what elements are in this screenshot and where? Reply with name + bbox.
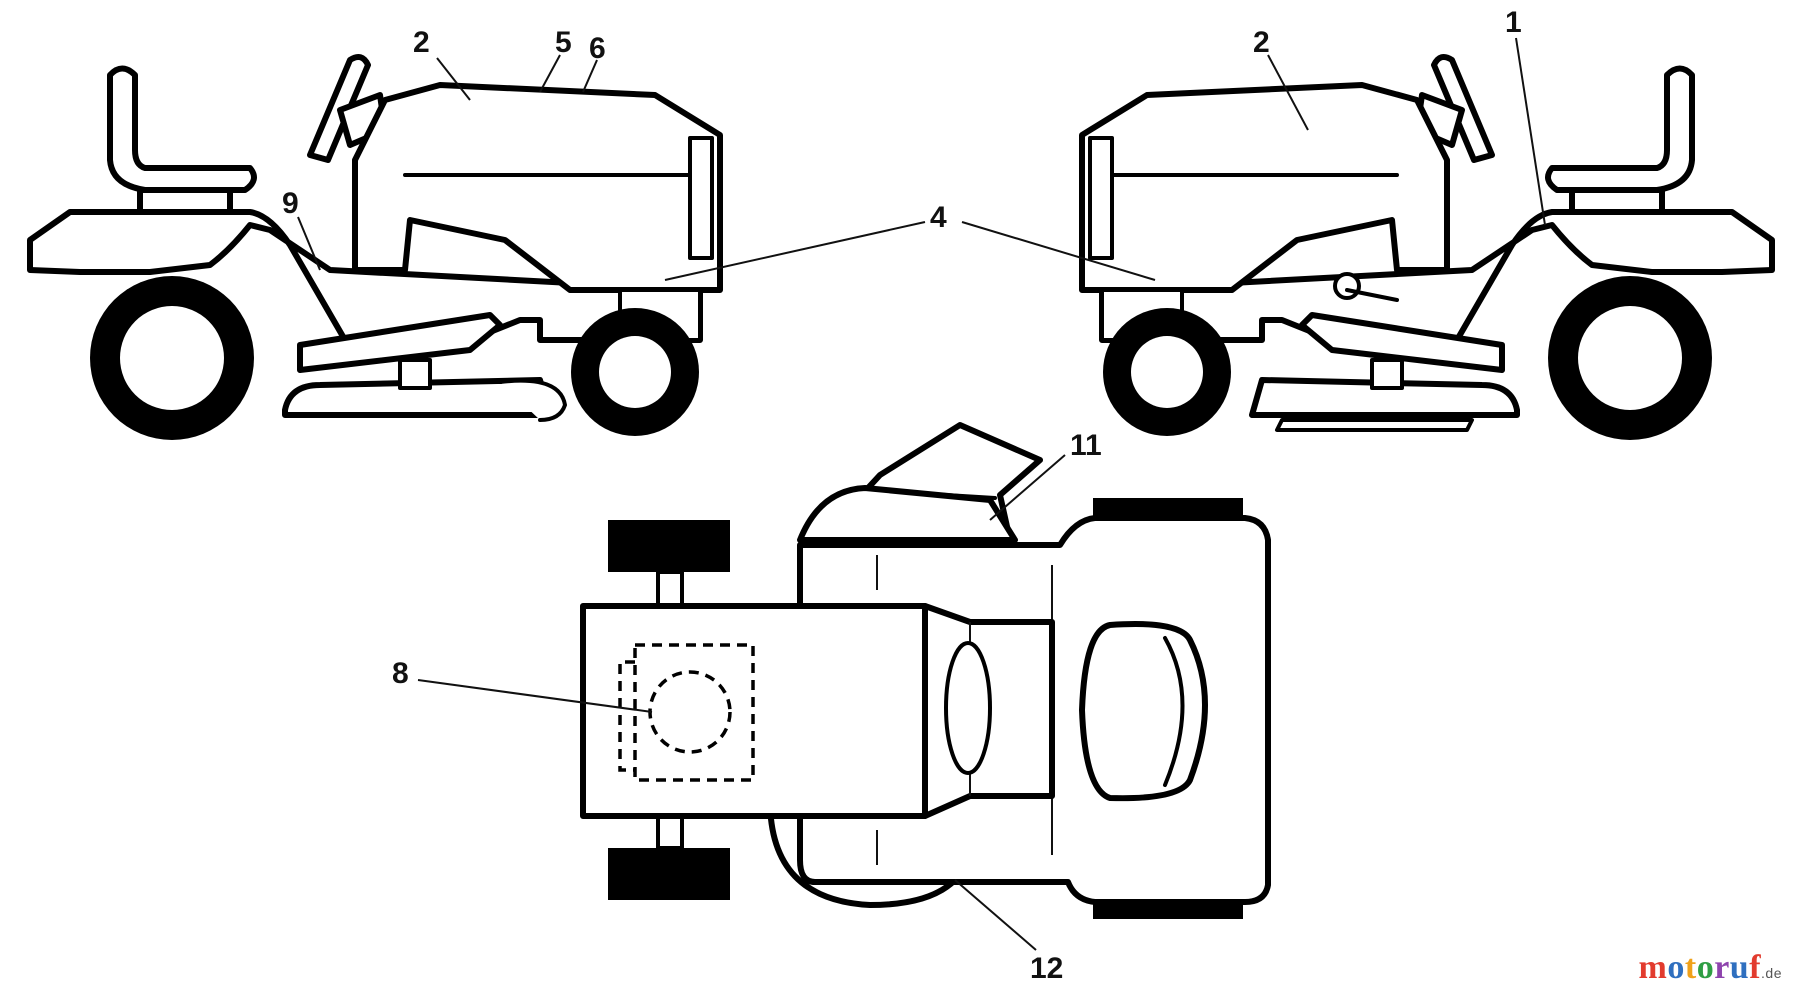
callout-1: 1 [1505, 6, 1522, 39]
callout-9: 9 [282, 187, 299, 220]
callout-4: 4 [930, 201, 947, 234]
tractor-top-view [580, 422, 1271, 919]
callout-5: 5 [555, 26, 572, 59]
watermark-suffix: .de [1761, 965, 1782, 981]
callout-6: 6 [589, 32, 606, 65]
watermark-logo: motoruf.de [1639, 949, 1782, 987]
callout-2-right: 2 [1253, 26, 1270, 59]
tractor-left-side-view [27, 53, 723, 440]
tractor-right-side-view [1079, 53, 1775, 440]
callout-2-left: 2 [413, 26, 430, 59]
callout-11: 11 [1070, 429, 1102, 462]
callout-12: 12 [1030, 952, 1063, 985]
leader-lines [297, 37, 1546, 951]
callout-8: 8 [392, 657, 409, 690]
watermark-text: motoruf [1638, 949, 1762, 986]
